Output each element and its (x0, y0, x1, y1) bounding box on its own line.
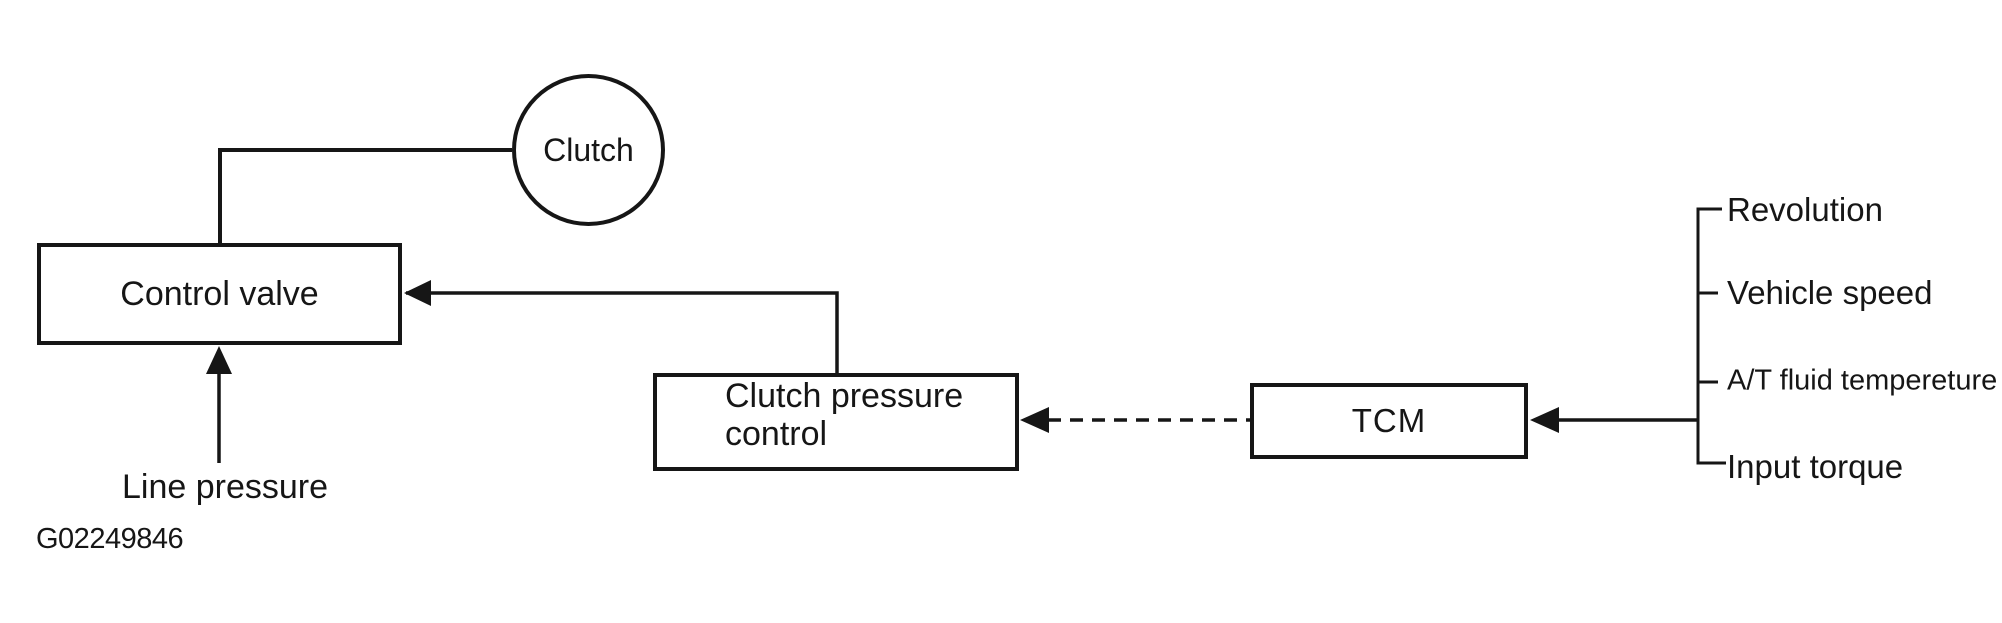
input-label-input-torque: Input torque (1727, 448, 1904, 485)
node-tcm-label: TCM (1351, 402, 1427, 439)
node-control-valve: Control valve (37, 243, 402, 345)
node-tcm: TCM (1250, 383, 1528, 459)
input-label-vehicle-speed: Vehicle speed (1727, 274, 1933, 311)
arrowhead-into-control-valve-icon (404, 280, 431, 306)
node-cpc-label-line2: control (725, 415, 828, 453)
input-label-at-fluid-temperature: A/T fluid tempereture (1727, 364, 1998, 397)
arrowhead-into-tcm-icon (1530, 407, 1559, 433)
line-pressure-label: Line pressure (122, 468, 329, 506)
node-control-valve-label: Control valve (120, 274, 319, 313)
arrowhead-into-cpc-icon (1020, 407, 1049, 433)
arrowhead-into-control-valve-bottom-icon (206, 346, 232, 374)
inputs-bracket-line (1696, 207, 1726, 465)
node-clutch: Clutch (512, 74, 665, 226)
node-clutch-pressure-control: Clutch pressure control (653, 373, 1019, 471)
input-label-revolution: Revolution (1727, 191, 1883, 228)
figure-id-label: G02249846 (36, 523, 184, 555)
node-cpc-label-line1: Clutch pressure (725, 377, 964, 415)
connector-cpc-to-control-valve (406, 291, 839, 375)
node-clutch-label: Clutch (543, 131, 634, 168)
connector-clutch-to-control-valve (218, 148, 512, 245)
